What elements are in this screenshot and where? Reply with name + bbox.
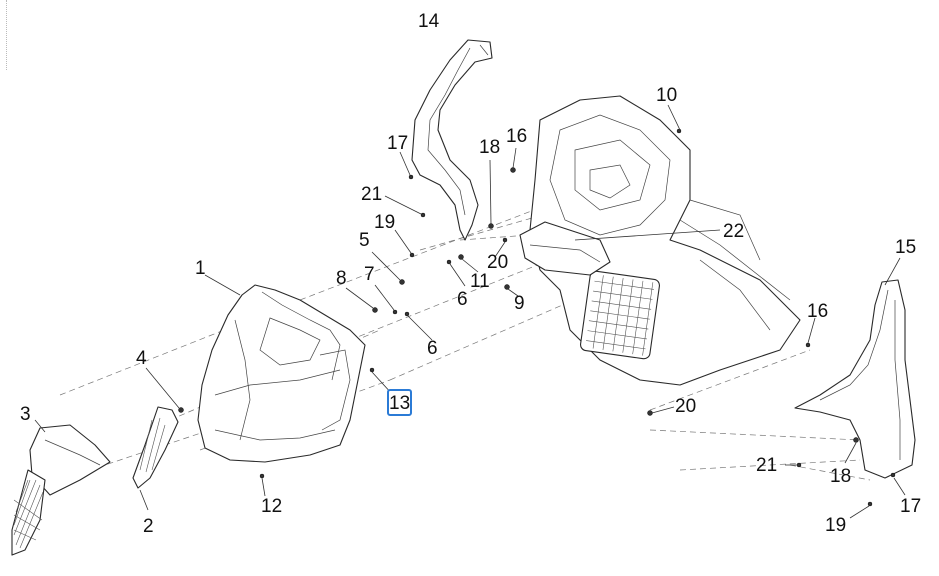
callout-17b: 17 (900, 496, 921, 517)
callout-16b: 16 (807, 301, 828, 322)
callout-21b: 21 (756, 455, 777, 476)
callout-6a: 6 (457, 289, 468, 310)
callout-2: 2 (143, 516, 154, 537)
callout-22: 22 (723, 221, 744, 242)
callout-13: 13 (389, 393, 410, 414)
frame-chassis (529, 95, 801, 386)
callout-7: 7 (364, 264, 375, 285)
callout-18b: 18 (830, 466, 851, 487)
part-14-inner-shield (411, 39, 493, 241)
callout-6b: 6 (427, 338, 438, 359)
highlight-box-13[interactable] (387, 389, 412, 416)
callout-14: 14 (418, 11, 440, 32)
callout-11: 11 (470, 271, 490, 292)
callout-20a: 20 (487, 252, 508, 273)
hardware-screws (178, 128, 896, 507)
callout-9: 9 (514, 293, 525, 314)
part-3-grille-cover (11, 424, 111, 556)
part-15-side-panel (794, 279, 916, 479)
callout-leader-lines (34, 104, 906, 519)
callout-12: 12 (261, 496, 282, 517)
callout-3: 3 (20, 404, 31, 425)
callout-10: 10 (656, 85, 677, 106)
callout-16a: 16 (506, 126, 527, 147)
callout-1: 1 (195, 258, 206, 279)
callout-17a: 17 (387, 133, 408, 154)
callout-18a: 18 (479, 137, 500, 158)
callout-20b: 20 (675, 396, 696, 417)
callout-8: 8 (336, 268, 347, 289)
callout-4: 4 (136, 348, 147, 369)
callout-15: 15 (895, 237, 916, 258)
callout-21a: 21 (361, 184, 382, 205)
callout-19b: 19 (825, 515, 846, 536)
part-2-side-panel (132, 406, 179, 489)
callout-labels: 1 2 3 4 5 6 6 7 8 9 10 11 12 13 14 15 16… (20, 11, 921, 537)
callout-19a: 19 (374, 212, 395, 233)
part-22-bracket (519, 221, 611, 276)
part-1-front-shield (197, 284, 366, 463)
page-edge-mark (0, 0, 7, 70)
callout-5: 5 (359, 230, 370, 251)
